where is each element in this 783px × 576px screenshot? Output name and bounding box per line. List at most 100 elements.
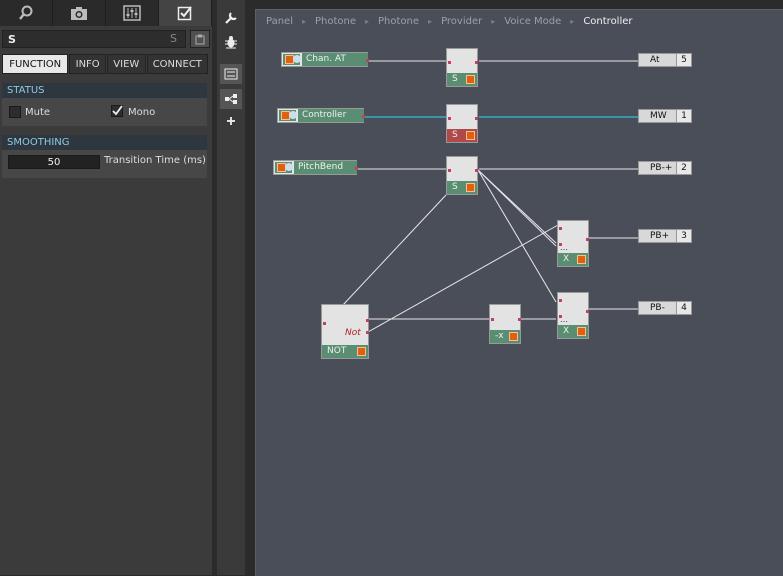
orange-indicator <box>577 327 586 336</box>
input-port[interactable] <box>559 315 562 318</box>
breadcrumb-item[interactable]: Voice Mode <box>504 15 562 27</box>
input-port[interactable] <box>323 322 326 325</box>
name-field[interactable]: S <box>2 30 186 48</box>
bug-icon[interactable] <box>220 32 242 52</box>
transition-time-field[interactable]: 50 <box>8 155 100 169</box>
structure-toolbar <box>217 0 245 575</box>
output-at[interactable]: At 5 <box>638 53 692 67</box>
smoother-block-3[interactable]: S <box>446 156 478 195</box>
output-port[interactable] <box>366 59 369 62</box>
orange-indicator <box>357 347 366 356</box>
breadcrumb-item[interactable]: Photone <box>315 15 357 27</box>
smoother-block-2[interactable]: S <box>446 104 478 143</box>
input-port[interactable] <box>491 318 494 321</box>
tab-info[interactable]: INFO <box>69 54 106 74</box>
source-label: Chan. AT <box>302 53 368 66</box>
breadcrumb-item[interactable]: Panel <box>266 15 293 27</box>
input-label: … <box>560 315 568 324</box>
output-number: 4 <box>676 301 692 315</box>
input-port[interactable] <box>559 243 562 246</box>
output-number: 2 <box>676 161 692 175</box>
property-tabs: FUNCTION INFO VIEW CONNECT <box>2 54 208 74</box>
output-label: At <box>650 55 660 65</box>
wires <box>341 60 639 333</box>
sliders-icon[interactable] <box>106 0 159 26</box>
output-pb-plus[interactable]: PB+ 3 <box>638 229 692 243</box>
breadcrumb: Panel▸ Photone▸ Photone▸ Provider▸ Voice… <box>266 15 633 27</box>
multiply-block-1[interactable]: … X <box>557 220 589 267</box>
smoother-block-1[interactable]: S <box>446 48 478 87</box>
source-label: Controller <box>298 109 364 122</box>
structure-icon[interactable] <box>220 89 242 109</box>
midi-icon <box>293 55 301 63</box>
midi-icon <box>285 163 293 171</box>
negate-block[interactable]: -x <box>489 304 521 344</box>
multiply-block-2[interactable]: … X <box>557 292 589 339</box>
output-port[interactable] <box>586 238 589 241</box>
input-label: … <box>560 243 568 252</box>
source-pitchbend[interactable]: PitchBend <box>273 160 358 175</box>
breadcrumb-current: Controller <box>583 15 633 27</box>
plus-icon[interactable] <box>220 111 242 131</box>
camera-icon[interactable] <box>53 0 106 26</box>
output-port[interactable] <box>518 318 521 321</box>
checkbox-icon[interactable] <box>159 0 212 26</box>
properties-panel: S S FUNCTION INFO VIEW CONNECT STATUS Mu… <box>0 0 212 575</box>
name-bar: S S <box>2 30 210 48</box>
structure-canvas[interactable]: Panel▸ Photone▸ Photone▸ Provider▸ Voice… <box>255 9 783 576</box>
source-label: PitchBend <box>294 161 357 174</box>
input-port[interactable] <box>448 61 451 64</box>
search-icon[interactable] <box>0 0 53 26</box>
not-block[interactable]: Not NOT <box>321 304 369 359</box>
panel-tabbar <box>0 0 212 26</box>
input-port[interactable] <box>559 299 562 302</box>
status-section: Mute Mono <box>2 98 207 126</box>
output-number: 5 <box>676 53 692 67</box>
name-short-label: S <box>170 32 177 45</box>
mono-checkbox[interactable] <box>111 105 123 117</box>
output-port[interactable] <box>586 310 589 313</box>
panel-icon[interactable] <box>220 64 242 84</box>
input-port[interactable] <box>559 227 562 230</box>
tab-connect[interactable]: CONNECT <box>146 54 208 74</box>
output-port[interactable] <box>366 331 369 334</box>
output-port[interactable] <box>475 169 478 172</box>
mute-label: Mute <box>25 107 51 118</box>
smoothing-section-header: SMOOTHING <box>2 135 207 150</box>
output-label: PB- <box>650 303 665 313</box>
breadcrumb-item[interactable]: Photone <box>378 15 420 27</box>
output-number: 3 <box>676 229 692 243</box>
output-label: PB-+ <box>650 163 673 173</box>
status-section-header: STATUS <box>2 83 207 98</box>
tab-function[interactable]: FUNCTION <box>2 54 69 74</box>
transition-time-label: Transition Time (ms) <box>104 155 206 166</box>
source-chan-at[interactable]: Chan. AT <box>281 52 369 67</box>
source-controller[interactable]: Controller <box>277 108 365 123</box>
mono-label: Mono <box>128 107 156 118</box>
clipboard-icon[interactable] <box>190 30 210 48</box>
orange-indicator <box>466 183 475 192</box>
orange-indicator <box>466 131 475 140</box>
output-pb-minus[interactable]: PB- 4 <box>638 301 692 315</box>
output-mw[interactable]: MW 1 <box>638 109 692 123</box>
output-port[interactable] <box>475 61 478 64</box>
output-port[interactable] <box>475 117 478 120</box>
output-port[interactable] <box>366 319 369 322</box>
input-port[interactable] <box>448 117 451 120</box>
output-port[interactable] <box>355 167 358 170</box>
not-inner-label: Not <box>345 328 361 338</box>
output-port[interactable] <box>362 115 365 118</box>
smoothing-section: 50 Transition Time (ms) <box>2 150 207 178</box>
input-port[interactable] <box>448 169 451 172</box>
output-label: PB+ <box>650 231 670 241</box>
output-label: MW <box>650 111 667 121</box>
orange-indicator <box>577 255 586 264</box>
orange-indicator <box>509 332 518 341</box>
wrench-icon[interactable] <box>220 8 242 28</box>
tab-view[interactable]: VIEW <box>106 54 146 74</box>
breadcrumb-item[interactable]: Provider <box>441 15 483 27</box>
output-pb-plusminus[interactable]: PB-+ 2 <box>638 161 692 175</box>
block-label: NOT <box>322 345 368 358</box>
orange-indicator <box>466 75 475 84</box>
mute-checkbox[interactable] <box>9 106 21 118</box>
